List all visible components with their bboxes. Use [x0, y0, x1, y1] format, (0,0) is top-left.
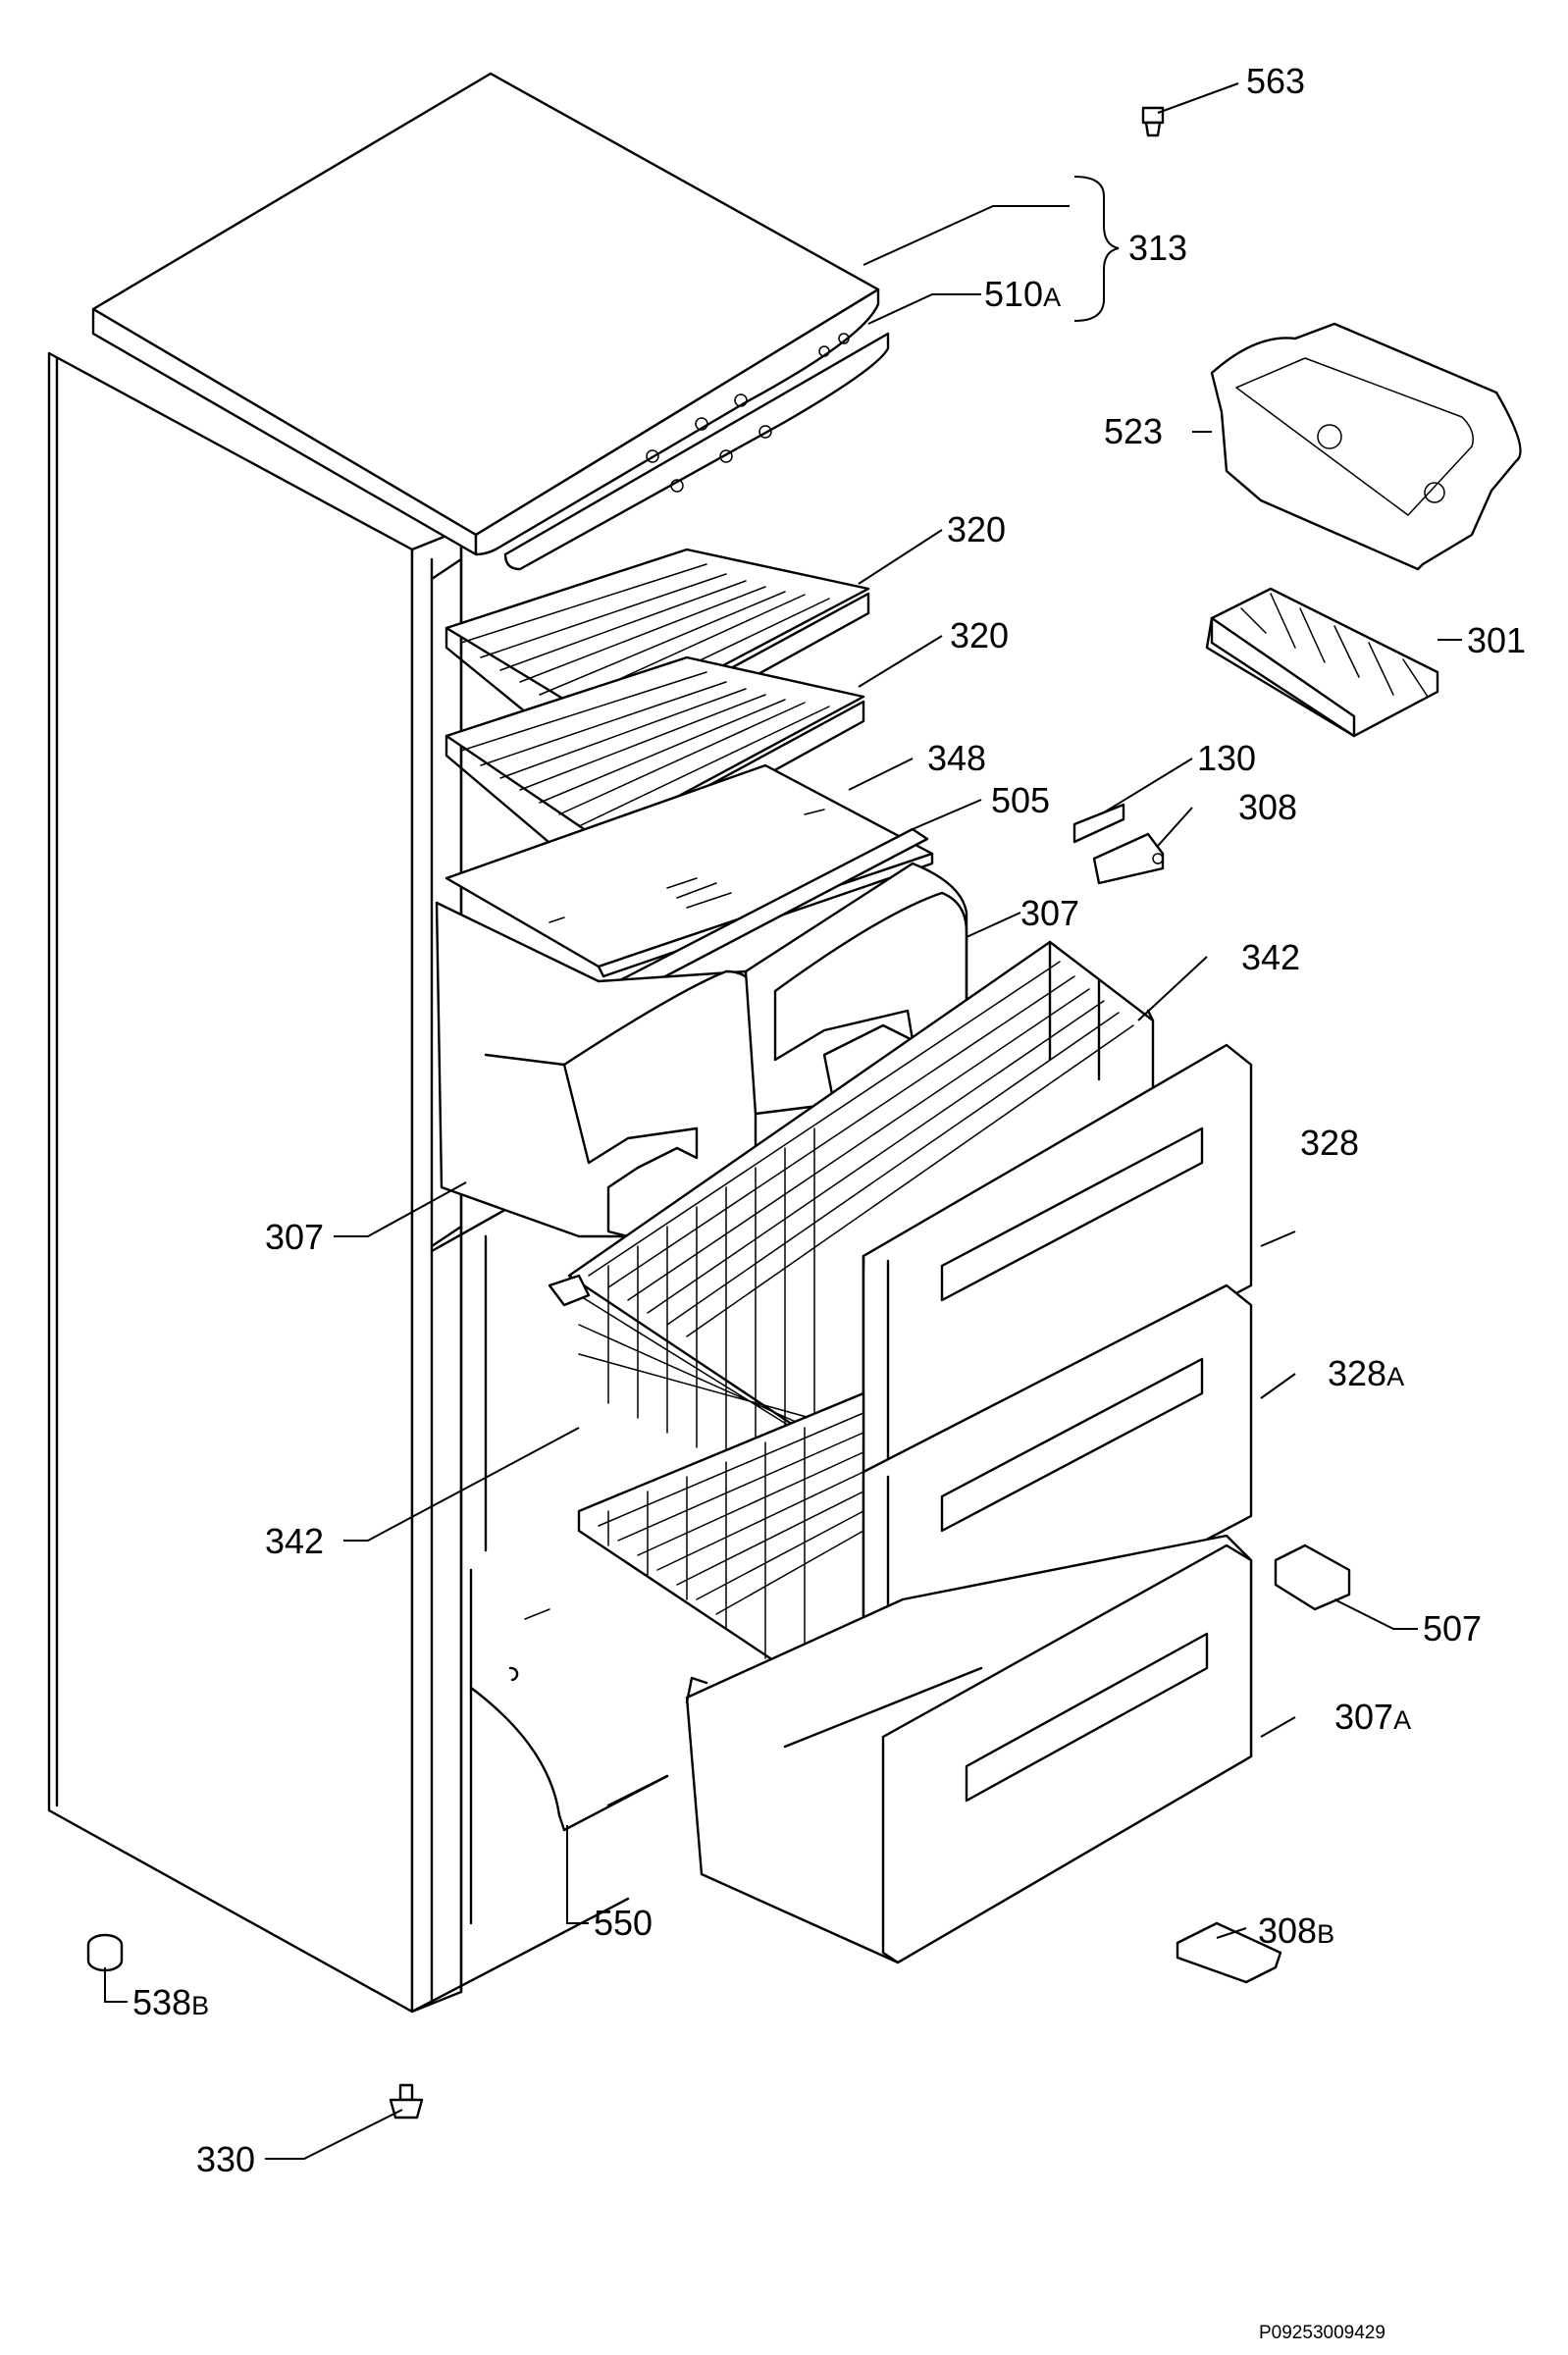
label-505: 505 — [991, 780, 1050, 820]
label-510a: 510A — [984, 274, 1061, 314]
label-328a: 328A — [1328, 1353, 1404, 1393]
label-301: 301 — [1467, 620, 1526, 660]
label-320-upper: 320 — [947, 509, 1006, 550]
label-330: 330 — [196, 2139, 255, 2179]
ice-bin — [1210, 322, 1522, 571]
label-307-right: 307 — [1020, 893, 1079, 933]
leader-lines — [104, 82, 1462, 2160]
label-320-lower: 320 — [950, 615, 1009, 655]
label-550: 550 — [594, 1903, 653, 1943]
label-307-left: 307 — [265, 1217, 324, 1257]
label-328: 328 — [1300, 1123, 1359, 1163]
label-130: 130 — [1197, 738, 1256, 778]
interior-liner — [430, 557, 669, 1925]
label-308b: 308B — [1258, 1910, 1334, 1951]
label-342-upper: 342 — [1241, 937, 1300, 977]
bracket-130 — [1072, 803, 1125, 844]
label-348: 348 — [927, 738, 986, 778]
top-cover — [91, 72, 880, 556]
cover-507 — [1274, 1544, 1351, 1611]
drawer-left — [435, 901, 758, 1238]
label-307a: 307A — [1334, 1697, 1411, 1737]
label-308: 308 — [1238, 787, 1297, 827]
cabinet-body — [47, 351, 630, 2014]
label-563: 563 — [1246, 61, 1305, 101]
screw-563 — [1141, 106, 1165, 137]
hinge-308b — [1176, 1921, 1282, 1984]
label-538b: 538B — [132, 1982, 209, 2022]
label-507: 507 — [1423, 1608, 1482, 1648]
freezer-drawer-bottom — [685, 1534, 1253, 1964]
foot-330 — [389, 2083, 424, 2120]
label-342-lower: 342 — [265, 1521, 324, 1561]
label-313: 313 — [1128, 228, 1187, 268]
label-523: 523 — [1104, 411, 1163, 451]
hinge-308 — [1092, 832, 1165, 885]
cover-trim-strip — [503, 332, 890, 571]
ice-tray — [1205, 587, 1439, 738]
drawing-code: P09253009429 — [1259, 2323, 1385, 2343]
leveling-nut-538b — [86, 1933, 124, 1972]
